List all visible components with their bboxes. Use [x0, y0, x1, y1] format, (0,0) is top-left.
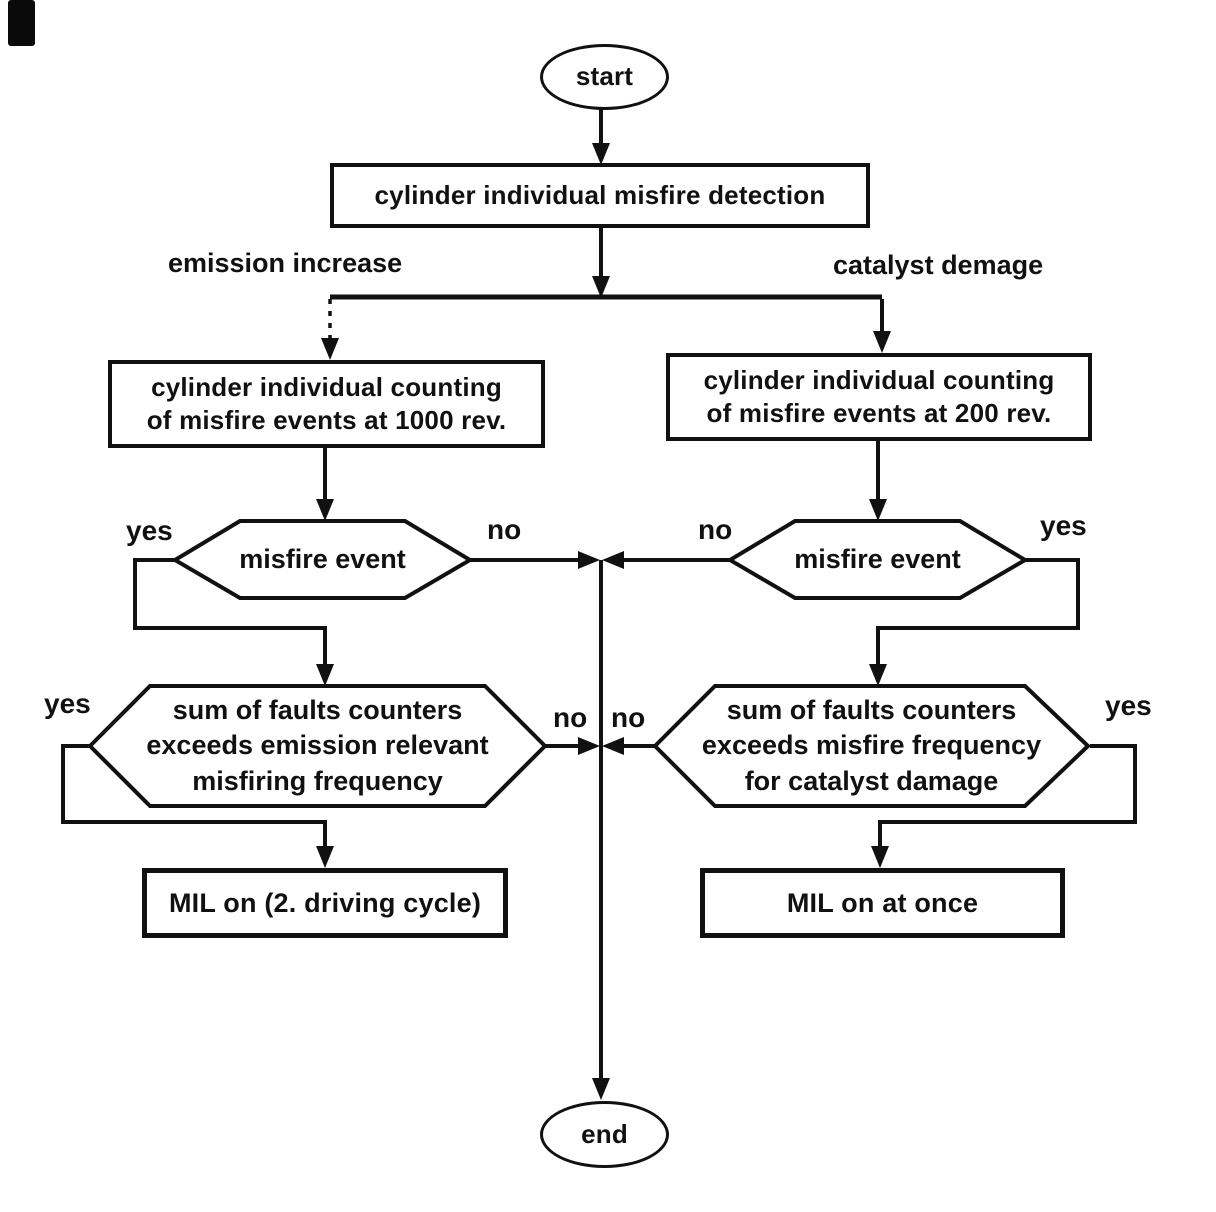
arrowhead-hex2left-yes: [316, 846, 334, 868]
node-sum-faults-left-line2: exceeds emission relevant: [146, 730, 489, 761]
arrowhead-hex2left-no: [578, 737, 600, 755]
arrowhead-branch-right: [873, 331, 891, 353]
node-count-1000rev: cylinder individual counting of misfire …: [108, 360, 545, 448]
arrowhead-hex2right-yes: [871, 846, 889, 868]
node-count-200rev-line2: of misfire events at 200 rev.: [706, 398, 1052, 428]
label-hex1-left-no: no: [487, 514, 522, 545]
arrowhead-detection-branch: [592, 276, 610, 298]
arrowhead-hex1right-yes: [869, 664, 887, 686]
scan-artifact-mark: [8, 0, 35, 46]
node-mil-driving-cycle-label: MIL on (2. driving cycle): [168, 887, 482, 918]
node-misfire-event-right-label: misfire event: [794, 543, 961, 574]
node-misfire-detection: cylinder individual misfire detection: [330, 163, 870, 228]
label-hex2-right-yes: yes: [1105, 690, 1152, 721]
arrowhead-start-detection: [592, 143, 610, 165]
node-end-label: end: [581, 1118, 628, 1149]
node-sum-faults-left: sum of faults counters exceeds emission …: [90, 686, 545, 806]
edge-hex2right-yes-loop: [878, 744, 1137, 852]
node-mil-at-once-label: MIL on at once: [786, 887, 979, 918]
node-start-label: start: [575, 61, 634, 92]
label-hex1-right-yes: yes: [1040, 510, 1087, 541]
label-hex2-left-no: no: [553, 702, 588, 733]
node-count-1000rev-line1: cylinder individual counting: [151, 371, 502, 402]
node-sum-faults-right-line1: sum of faults counters: [726, 695, 1017, 726]
node-sum-faults-right-line2: exceeds misfire frequency: [701, 730, 1042, 761]
label-hex2-left-yes: yes: [44, 688, 91, 719]
label-hex1-left-yes: yes: [126, 515, 173, 546]
label-hex2-right-no: no: [611, 702, 646, 733]
hexagon-sum-left: [87, 684, 548, 808]
label-hex1-right-no: no: [698, 514, 733, 545]
node-sum-faults-right: sum of faults counters exceeds misfire f…: [655, 686, 1088, 806]
node-sum-faults-right-line3: for catalyst damage: [744, 765, 999, 796]
arrowhead-hex1left-yes: [316, 664, 334, 686]
arrowhead-hex1right-no: [602, 551, 624, 569]
arrowhead-branch-left: [321, 338, 339, 360]
node-mil-at-once: MIL on at once: [700, 868, 1065, 938]
node-count-200rev-line1: cylinder individual counting: [703, 364, 1055, 395]
label-branch-catalyst: catalyst demage: [833, 250, 1044, 280]
node-misfire-event-left-label: misfire event: [239, 543, 406, 574]
node-mil-driving-cycle: MIL on (2. driving cycle): [142, 868, 508, 938]
arrowhead-hex1left-no: [578, 551, 600, 569]
edge-hex2left-yes-loop: [61, 744, 327, 852]
node-misfire-detection-label: cylinder individual misfire detection: [374, 179, 826, 210]
arrowhead-hex2right-no: [602, 737, 624, 755]
arrowhead-center-end: [592, 1078, 610, 1100]
label-branch-emission: emission increase: [168, 248, 403, 278]
hexagon-sum-right: [652, 684, 1091, 808]
arrowhead-countright-hex: [869, 499, 887, 521]
node-count-200rev: cylinder individual counting of misfire …: [666, 353, 1092, 441]
node-start: start: [540, 44, 669, 110]
hexagon-misfire-right: [726, 519, 1029, 600]
edge-hex1right-yes-loop: [876, 558, 1080, 670]
node-count-1000rev-line2: of misfire events at 1000 rev.: [146, 405, 507, 435]
node-sum-faults-left-line3: misfiring frequency: [192, 765, 443, 796]
edge-hex1left-yes-loop: [133, 558, 327, 670]
hexagon-misfire-left: [171, 519, 474, 600]
node-misfire-event-right: misfire event: [730, 521, 1025, 598]
node-sum-faults-left-line1: sum of faults counters: [172, 695, 463, 726]
node-misfire-event-left: misfire event: [175, 521, 470, 598]
arrowhead-countleft-hex: [316, 499, 334, 521]
node-end: end: [540, 1101, 669, 1168]
